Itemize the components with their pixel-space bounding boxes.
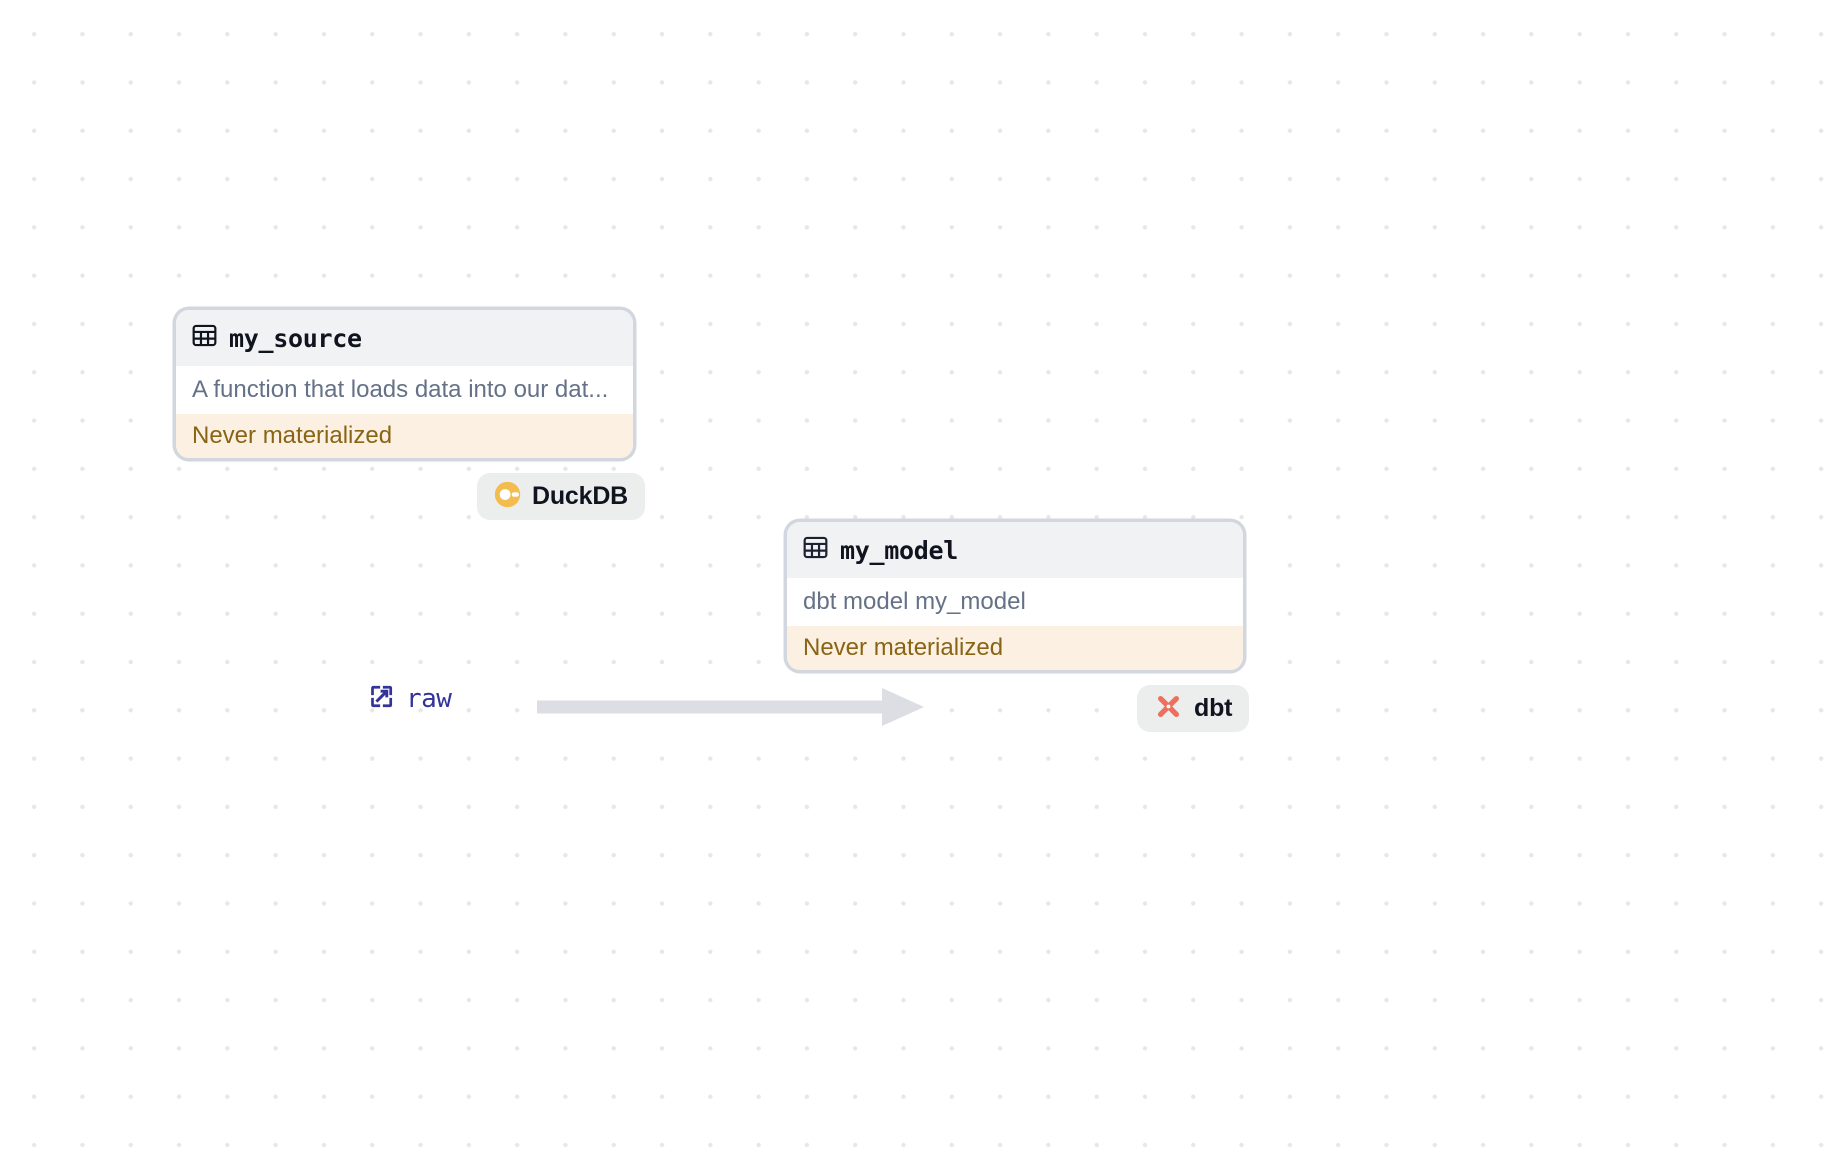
node-title: my_model	[840, 535, 959, 565]
table-icon	[192, 323, 217, 353]
platform-badge-dbt[interactable]: dbt	[1137, 685, 1250, 732]
platform-badge-duckdb[interactable]: DuckDB	[477, 473, 646, 520]
edge-arrowhead	[882, 688, 924, 726]
edge-label-raw[interactable]: raw	[368, 683, 452, 715]
node-title: my_source	[229, 323, 362, 353]
node-status-badge: Never materialized	[787, 626, 1243, 670]
edge-raw-to-my-model	[537, 688, 924, 726]
node-description: A function that loads data into our dat.…	[176, 366, 633, 414]
duckdb-logo-icon	[494, 481, 521, 513]
node-header-my-model: my_model	[787, 522, 1243, 578]
table-icon	[803, 535, 828, 565]
node-card-my-model[interactable]: my_model dbt model my_model Never materi…	[787, 522, 1243, 670]
dbt-logo-icon	[1154, 692, 1183, 726]
platform-badge-label: DuckDB	[532, 482, 629, 510]
node-description: dbt model my_model	[787, 578, 1243, 626]
edge-label-text: raw	[406, 684, 452, 714]
node-card-my-source[interactable]: my_source A function that loads data int…	[176, 310, 633, 458]
external-link-icon	[368, 683, 395, 715]
node-status-badge: Never materialized	[176, 414, 633, 458]
platform-badge-label: dbt	[1194, 694, 1233, 722]
node-header-my-source: my_source	[176, 310, 633, 366]
